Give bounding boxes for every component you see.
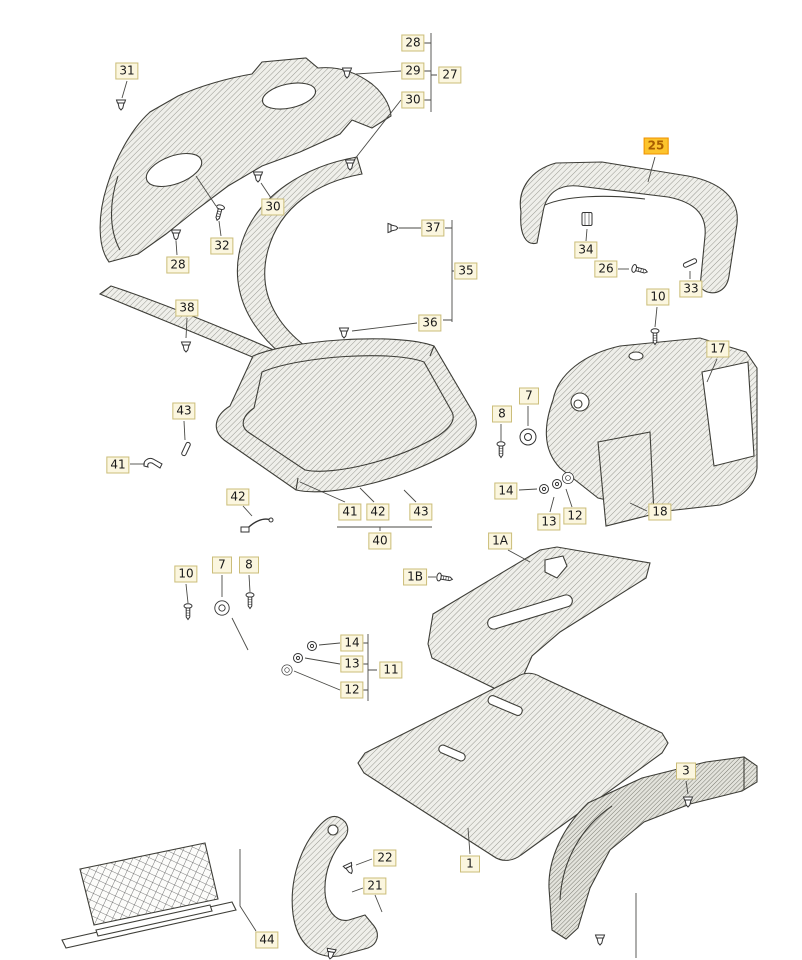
part-callout-28[interactable]: 28 [166,256,190,274]
part-callout-17[interactable]: 17 [706,340,730,358]
rear-sill-trim [548,756,758,940]
part-callout-8[interactable]: 8 [492,405,512,423]
part-callout-7[interactable]: 7 [212,556,232,574]
part-callout-13[interactable]: 13 [340,655,364,673]
part-callout-32[interactable]: 32 [210,237,234,255]
part-callout-27[interactable]: 27 [438,66,462,84]
parcel-shelf [215,338,477,493]
part-callout-10[interactable]: 10 [646,288,670,306]
part-callout-12[interactable]: 12 [340,681,364,699]
cargo-net [61,842,237,949]
floor-mat [357,672,669,861]
part-callout-43[interactable]: 43 [409,503,433,521]
part-callout-42[interactable]: 42 [366,503,390,521]
part-callout-31[interactable]: 31 [115,62,139,80]
part-callout-3[interactable]: 3 [676,762,696,780]
part-callout-11[interactable]: 11 [379,661,403,679]
part-callout-37[interactable]: 37 [421,219,445,237]
part-callout-29[interactable]: 29 [401,62,425,80]
part-callout-14[interactable]: 14 [340,634,364,652]
part-callout-35[interactable]: 35 [454,262,478,280]
part-callout-7[interactable]: 7 [519,387,539,405]
part-callout-34[interactable]: 34 [574,241,598,259]
trunk-lid-trim [519,161,738,294]
part-callout-41[interactable]: 41 [106,456,130,474]
part-callout-42[interactable]: 42 [226,488,250,506]
part-callout-8[interactable]: 8 [239,556,259,574]
part-callout-21[interactable]: 21 [363,877,387,895]
part-callout-40[interactable]: 40 [368,532,392,550]
part-callout-41[interactable]: 41 [338,503,362,521]
part-callout-30[interactable]: 30 [261,198,285,216]
strap-handle [291,815,378,957]
part-callout-12[interactable]: 12 [563,507,587,525]
part-callout-26[interactable]: 26 [594,260,618,278]
part-callout-13[interactable]: 13 [537,513,561,531]
part-callout-28[interactable]: 28 [401,34,425,52]
part-callout-18[interactable]: 18 [648,503,672,521]
part-callout-1[interactable]: 1 [460,855,480,873]
part-callout-10[interactable]: 10 [174,565,198,583]
part-callout-14[interactable]: 14 [494,482,518,500]
part-callout-43[interactable]: 43 [172,402,196,420]
part-callout-30[interactable]: 30 [401,91,425,109]
part-callout-1A[interactable]: 1A [488,532,512,550]
part-callout-25[interactable]: 25 [643,137,669,155]
part-callout-36[interactable]: 36 [418,314,442,332]
side-trim-right [545,337,758,527]
part-callout-38[interactable]: 38 [175,299,199,317]
part-callout-1B[interactable]: 1B [403,568,427,586]
leader-lines [121,33,718,958]
load-floor-panel [427,546,651,691]
part-callout-33[interactable]: 33 [679,280,703,298]
part-callout-22[interactable]: 22 [373,849,397,867]
part-callout-44[interactable]: 44 [255,931,279,949]
